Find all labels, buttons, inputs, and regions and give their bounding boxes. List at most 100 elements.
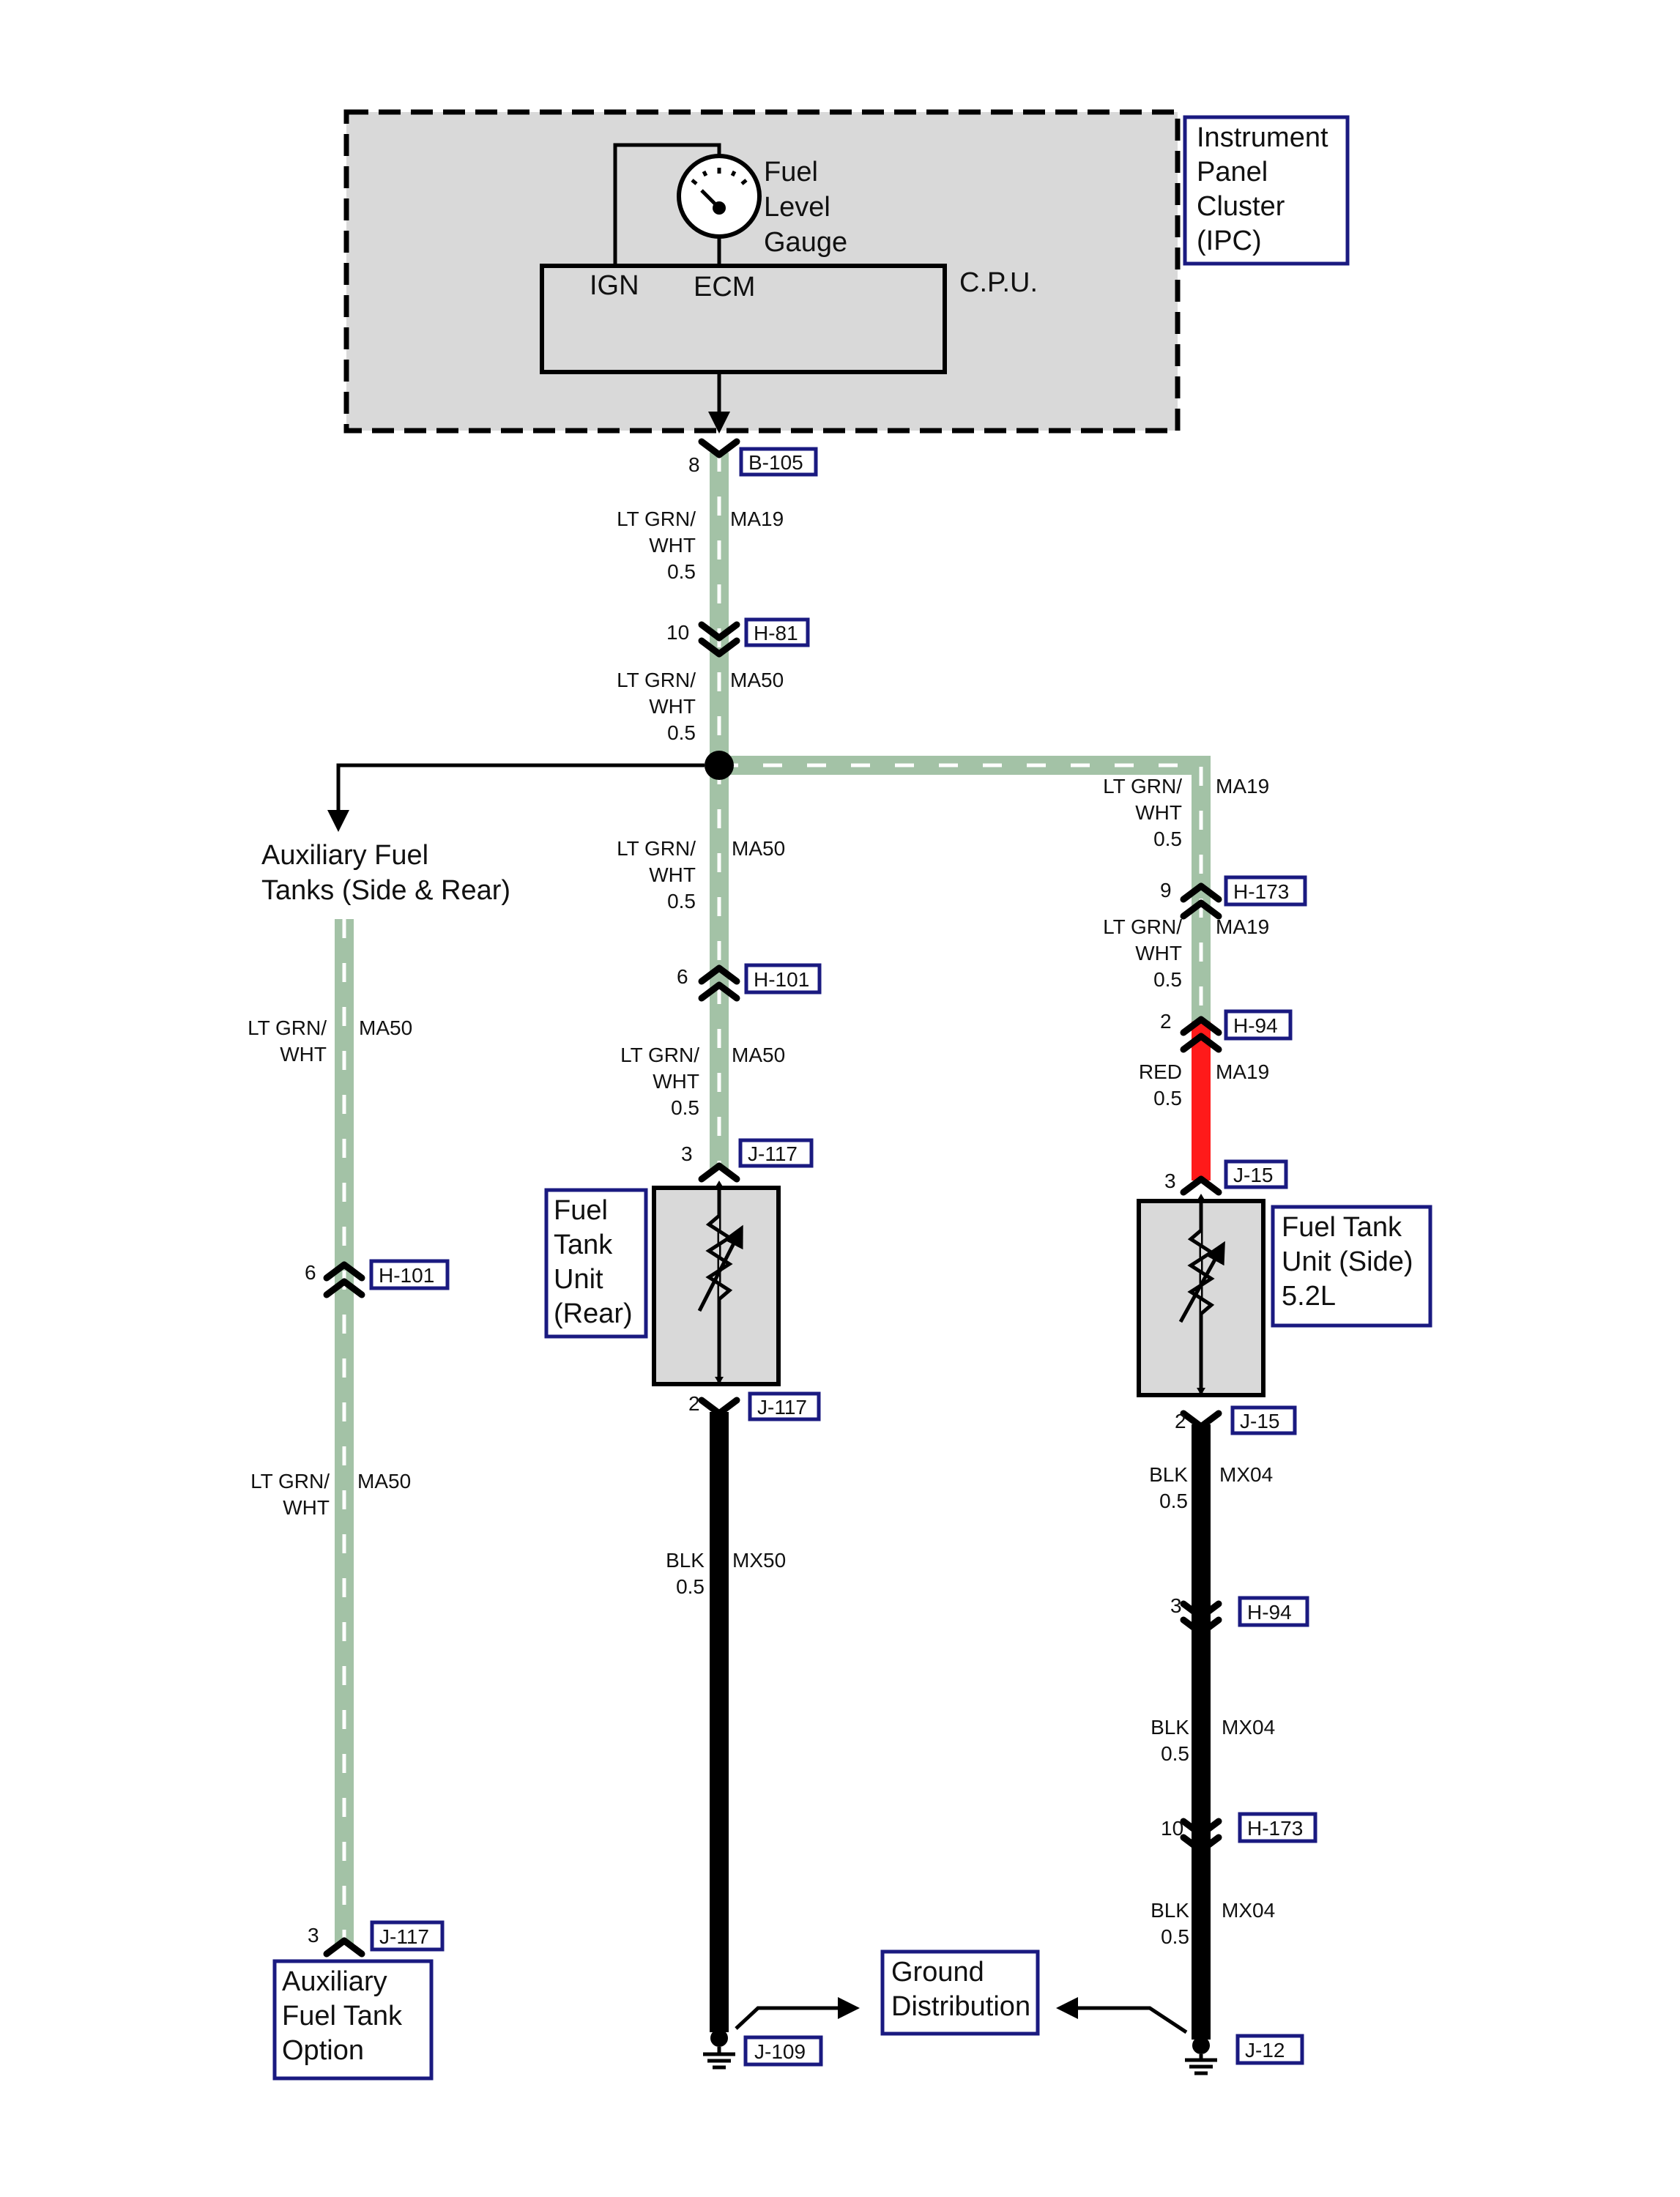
svg-text:0.5: 0.5 bbox=[1153, 1087, 1182, 1109]
svg-text:H-94: H-94 bbox=[1247, 1601, 1292, 1624]
aux-tanks-label-line: Tanks (Side & Rear) bbox=[261, 875, 510, 906]
ipc-label-line: (IPC) bbox=[1197, 226, 1262, 256]
gauge-label-line: Gauge bbox=[764, 227, 847, 258]
aux-tanks-label-line: Auxiliary Fuel bbox=[261, 840, 428, 871]
svg-text:Unit (Side): Unit (Side) bbox=[1282, 1246, 1413, 1277]
wire-label-w13: BLK 0.5 MX04 bbox=[1151, 1899, 1275, 1948]
wire-label-w1: LT GRN/ WHT 0.5 MA19 bbox=[617, 508, 784, 583]
svg-text:BLK: BLK bbox=[666, 1549, 705, 1572]
svg-text:BLK: BLK bbox=[1149, 1463, 1188, 1486]
connector-j117-top: J-117 3 bbox=[681, 1138, 814, 1168]
svg-text:BLK: BLK bbox=[1151, 1716, 1189, 1739]
svg-text:LT GRN/: LT GRN/ bbox=[617, 508, 696, 530]
svg-text:MA19: MA19 bbox=[730, 508, 784, 530]
svg-text:MA50: MA50 bbox=[732, 1044, 785, 1066]
svg-text:H-101: H-101 bbox=[379, 1264, 434, 1287]
connector-j15-top: J-15 3 bbox=[1164, 1159, 1288, 1192]
svg-text:LT GRN/: LT GRN/ bbox=[620, 1044, 699, 1066]
svg-text:3: 3 bbox=[1170, 1594, 1182, 1617]
svg-text:LT GRN/: LT GRN/ bbox=[1103, 775, 1182, 798]
svg-text:Fuel: Fuel bbox=[554, 1195, 608, 1226]
connector-h81: H-81 10 bbox=[666, 617, 810, 647]
ground-icon bbox=[1185, 2037, 1217, 2075]
wire-label-w9: LT GRN/ WHT MA50 bbox=[250, 1470, 411, 1519]
ground-arrow-left bbox=[735, 1997, 860, 2030]
svg-text:2: 2 bbox=[688, 1392, 700, 1415]
svg-text:MX04: MX04 bbox=[1219, 1463, 1273, 1486]
wire-label-w10: BLK 0.5 MX50 bbox=[666, 1549, 786, 1598]
connector-h173-bottom: H-173 10 bbox=[1161, 1812, 1317, 1843]
svg-text:MA50: MA50 bbox=[359, 1016, 412, 1039]
svg-text:WHT: WHT bbox=[649, 863, 696, 886]
cpu-label: C.P.U. bbox=[959, 267, 1038, 298]
connector-h173-top: H-173 9 bbox=[1160, 875, 1307, 907]
connector-h94-top: H-94 2 bbox=[1160, 1009, 1293, 1041]
svg-text:3: 3 bbox=[681, 1142, 693, 1165]
svg-text:0.5: 0.5 bbox=[667, 890, 696, 912]
svg-text:WHT: WHT bbox=[649, 695, 696, 718]
svg-text:J-117: J-117 bbox=[379, 1925, 429, 1948]
svg-text:0.5: 0.5 bbox=[1159, 1490, 1188, 1512]
connector-h101-left: H-101 6 bbox=[305, 1259, 450, 1290]
svg-text:Option: Option bbox=[282, 2035, 364, 2066]
svg-text:9: 9 bbox=[1160, 879, 1172, 902]
aux-branch-arrow bbox=[327, 763, 705, 832]
svg-text:H-173: H-173 bbox=[1233, 880, 1289, 903]
connector-h94-bottom: H-94 3 bbox=[1170, 1594, 1309, 1627]
svg-text:J-12: J-12 bbox=[1245, 2039, 1285, 2062]
ipc-label-box: Instrument Panel Cluster (IPC) bbox=[1183, 115, 1350, 266]
connector-j15-bottom: J-15 2 bbox=[1175, 1405, 1297, 1435]
cpu-ecm-label: ECM bbox=[694, 272, 755, 302]
svg-text:2: 2 bbox=[1175, 1410, 1186, 1432]
svg-text:0.5: 0.5 bbox=[1161, 1925, 1189, 1948]
cpu-box bbox=[540, 264, 947, 374]
svg-text:LT GRN/: LT GRN/ bbox=[617, 837, 696, 860]
fuel-tank-unit-rear bbox=[652, 1181, 781, 1386]
splice-node bbox=[705, 751, 734, 780]
connector-j117-left: J-117 3 bbox=[308, 1920, 445, 1952]
connector-b105: B-105 8 bbox=[688, 447, 818, 477]
wire-label-w6: LT GRN/ WHT 0.5 MA19 bbox=[1103, 915, 1269, 991]
svg-text:(Rear): (Rear) bbox=[554, 1298, 633, 1329]
svg-text:Tank: Tank bbox=[554, 1230, 613, 1260]
connector-j117-bottom: J-117 2 bbox=[688, 1391, 821, 1421]
svg-text:H-173: H-173 bbox=[1247, 1817, 1303, 1840]
svg-text:2: 2 bbox=[1160, 1010, 1172, 1033]
svg-text:LT GRN/: LT GRN/ bbox=[248, 1016, 327, 1039]
wire-label-w5: LT GRN/ WHT 0.5 MA19 bbox=[1103, 775, 1269, 850]
svg-text:B-105: B-105 bbox=[748, 451, 803, 474]
fuel-side-label-box: Fuel Tank Unit (Side) 5.2L bbox=[1271, 1205, 1432, 1328]
svg-text:RED: RED bbox=[1139, 1060, 1182, 1083]
svg-text:MA19: MA19 bbox=[1216, 775, 1269, 798]
svg-text:LT GRN/: LT GRN/ bbox=[1103, 915, 1182, 938]
svg-text:J-117: J-117 bbox=[757, 1396, 807, 1419]
connector-h101-center: H-101 6 bbox=[677, 963, 822, 995]
svg-text:0.5: 0.5 bbox=[1153, 968, 1182, 991]
ground-arrow-right bbox=[1056, 1997, 1188, 2034]
svg-text:WHT: WHT bbox=[649, 534, 696, 557]
cpu-ign-label: IGN bbox=[590, 270, 639, 301]
svg-text:0.5: 0.5 bbox=[1161, 1742, 1189, 1765]
svg-text:Unit: Unit bbox=[554, 1264, 603, 1295]
svg-text:J-117: J-117 bbox=[748, 1142, 798, 1165]
svg-text:0.5: 0.5 bbox=[676, 1575, 705, 1598]
svg-text:WHT: WHT bbox=[1135, 942, 1182, 964]
connector-j12: J-12 bbox=[1235, 2034, 1304, 2065]
svg-text:MA50: MA50 bbox=[732, 837, 785, 860]
svg-text:6: 6 bbox=[677, 965, 688, 988]
ground-icon bbox=[703, 2029, 735, 2070]
svg-text:MA50: MA50 bbox=[357, 1470, 411, 1492]
svg-text:10: 10 bbox=[666, 621, 689, 644]
ipc-label-line: Instrument bbox=[1197, 122, 1328, 153]
connector-j109: J-109 bbox=[743, 2035, 823, 2067]
gauge-label-line: Fuel bbox=[764, 157, 818, 187]
wire-label-w12: BLK 0.5 MX04 bbox=[1151, 1716, 1275, 1765]
wire-label-w3: LT GRN/ WHT 0.5 MA50 bbox=[617, 837, 785, 912]
svg-text:8: 8 bbox=[688, 453, 700, 476]
svg-text:WHT: WHT bbox=[653, 1070, 699, 1093]
svg-text:MA19: MA19 bbox=[1216, 915, 1269, 938]
fuel-gauge-icon bbox=[677, 154, 762, 239]
svg-text:H-94: H-94 bbox=[1233, 1014, 1278, 1037]
ign-feed-line bbox=[613, 143, 721, 266]
